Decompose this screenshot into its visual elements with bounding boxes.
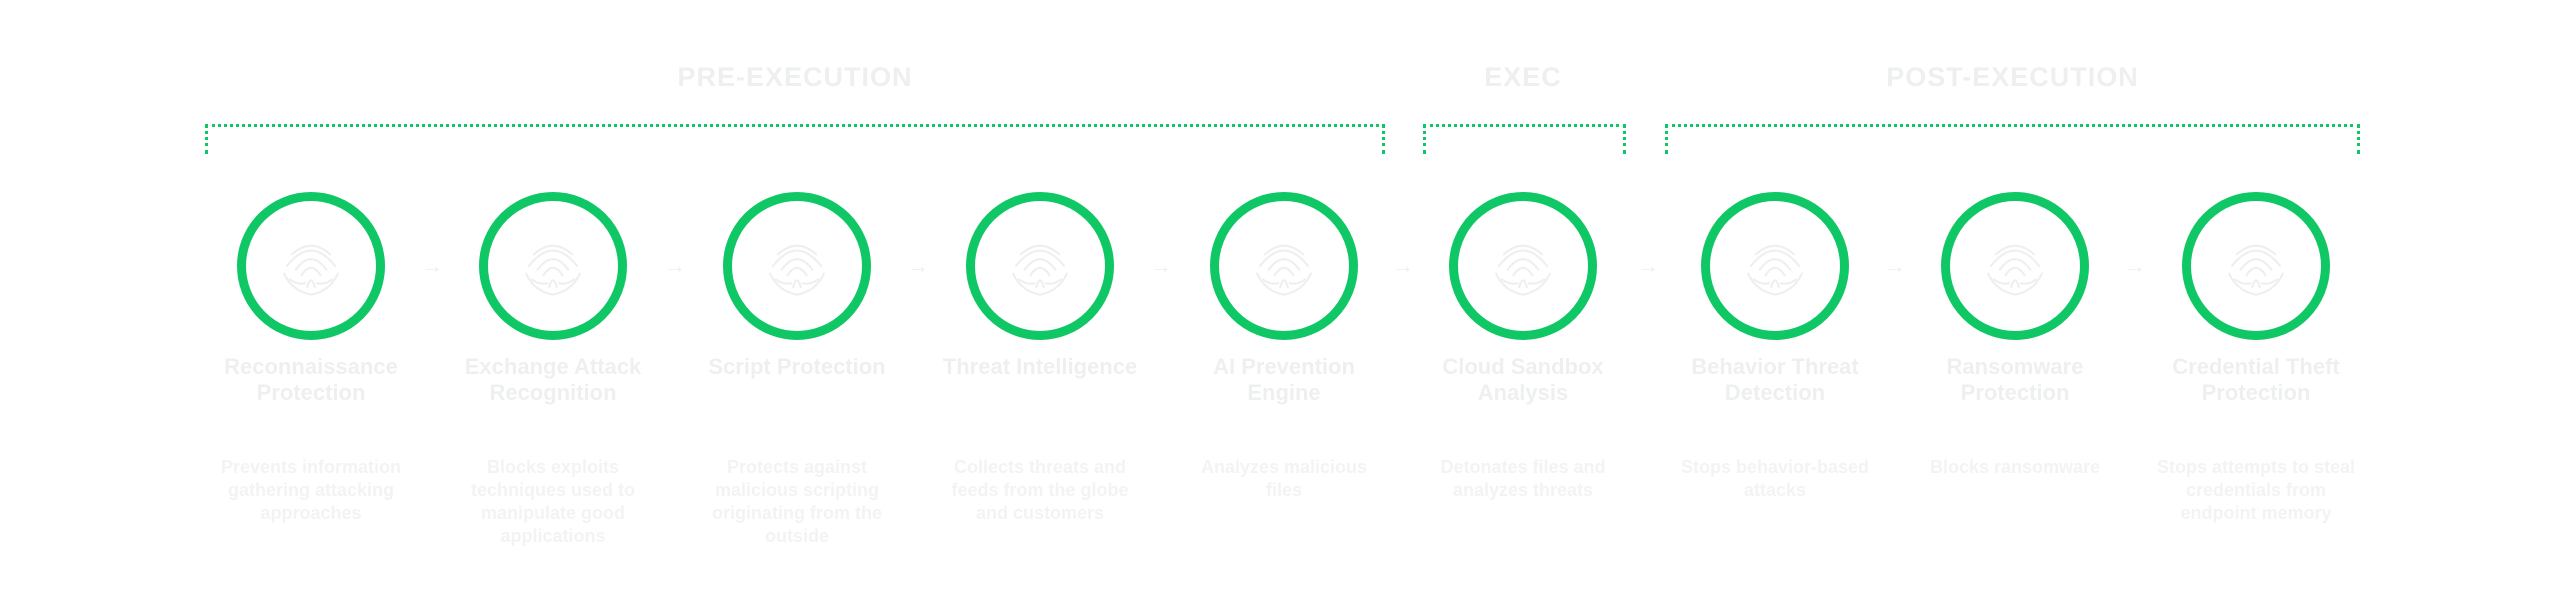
- step-ring: [1941, 192, 2089, 340]
- fingerprint-icon: [263, 216, 359, 317]
- step-9: Credential Theft Protection: [2146, 192, 2366, 406]
- step-4: Threat Intelligence: [930, 192, 1150, 380]
- fingerprint-icon: [1236, 216, 1332, 317]
- step-ring: [1210, 192, 1358, 340]
- step-7: Behavior Threat Detection: [1665, 192, 1885, 406]
- flow-arrow-icon: →: [664, 253, 686, 278]
- step-2: Exchange Attack Recognition: [443, 192, 663, 406]
- fingerprint-icon: [992, 216, 1088, 317]
- step-description: Stops attempts to steal credentials from…: [2156, 457, 2356, 523]
- flow-arrow-icon: →: [907, 253, 929, 278]
- step-description: Analyzes malicious files: [1200, 457, 1368, 500]
- step-description: Blocks ransomware: [1929, 457, 2101, 477]
- bracket-post-execution: [1665, 124, 2360, 154]
- step-description: Stops behavior-based attacks: [1680, 457, 1870, 500]
- step-ring: [237, 192, 385, 340]
- flow-arrow-icon: →: [421, 253, 443, 278]
- fingerprint-icon: [505, 216, 601, 317]
- step-title: Credential Theft Protection: [2172, 354, 2340, 405]
- step-title: Script Protection: [708, 354, 886, 379]
- fingerprint-icon: [1475, 216, 1571, 317]
- step-title: AI Prevention Engine: [1213, 354, 1355, 405]
- step-description: Prevents information gathering attacking…: [220, 457, 402, 523]
- phase-label-post-execution: POST-EXECUTION: [1886, 62, 2139, 92]
- step-ring: [966, 192, 1114, 340]
- step-title: Ransomware Protection: [1946, 354, 2084, 405]
- flow-arrow-icon: →: [1392, 253, 1414, 278]
- flow-arrow-icon: →: [1150, 253, 1172, 278]
- step-ring: [2182, 192, 2330, 340]
- fingerprint-icon: [749, 216, 845, 317]
- fingerprint-icon: [1727, 216, 1823, 317]
- step-ring: [1449, 192, 1597, 340]
- fingerprint-icon: [2208, 216, 2304, 317]
- step-3: Script Protection: [687, 192, 907, 380]
- flow-arrow-icon: →: [1637, 253, 1659, 278]
- phase-label-exec: EXEC: [1484, 62, 1562, 92]
- phase-label-pre-execution: PRE-EXECUTION: [677, 62, 913, 92]
- flow-arrow-icon: →: [1884, 253, 1906, 278]
- step-6: Cloud Sandbox Analysis: [1413, 192, 1633, 406]
- step-ring: [1701, 192, 1849, 340]
- step-5: AI Prevention Engine: [1174, 192, 1394, 406]
- step-description: Blocks exploits techniques used to manip…: [470, 457, 636, 546]
- step-description: Detonates files and analyzes threats: [1440, 457, 1606, 500]
- step-ring: [479, 192, 627, 340]
- step-title: Reconnaissance Protection: [224, 354, 398, 405]
- step-title: Threat Intelligence: [942, 354, 1138, 379]
- step-title: Behavior Threat Detection: [1691, 354, 1859, 405]
- step-title: Exchange Attack Recognition: [464, 354, 642, 405]
- step-description: Collects threats and feeds from the glob…: [951, 457, 1129, 523]
- bracket-pre-execution: [205, 124, 1385, 154]
- fingerprint-icon: [1967, 216, 2063, 317]
- step-1: Reconnaissance Protection: [201, 192, 421, 406]
- step-8: Ransomware Protection: [1905, 192, 2125, 406]
- step-description: Protects against malicious scripting ori…: [712, 457, 882, 546]
- step-title: Cloud Sandbox Analysis: [1442, 354, 1604, 405]
- step-ring: [723, 192, 871, 340]
- bracket-exec: [1423, 124, 1626, 154]
- flow-arrow-icon: →: [2124, 253, 2146, 278]
